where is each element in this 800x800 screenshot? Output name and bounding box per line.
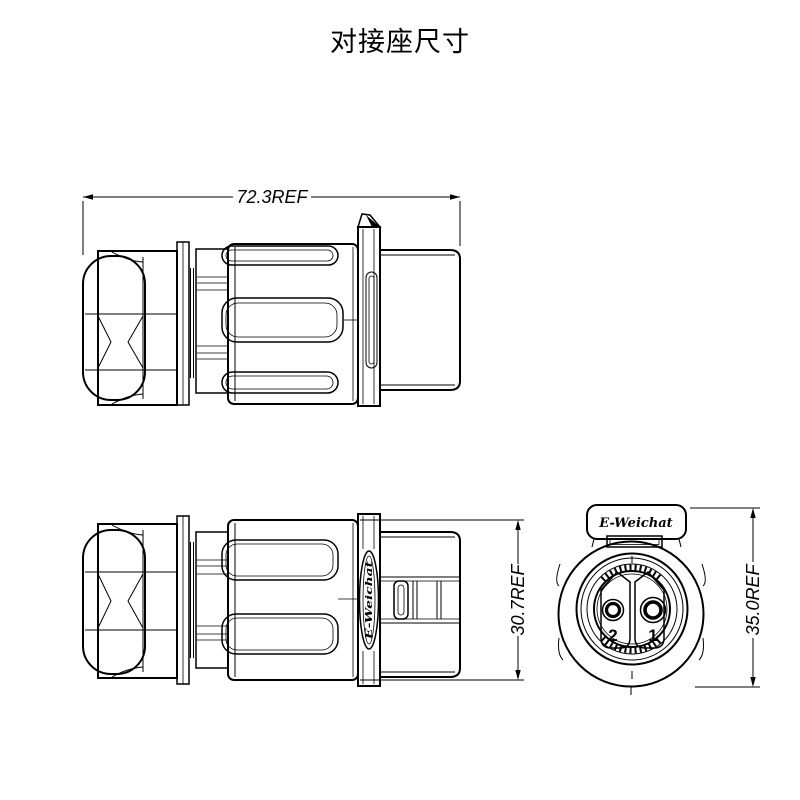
brand-logo-vertical: E-Weichat xyxy=(365,560,375,641)
grip-body xyxy=(221,243,359,405)
brand-badge-oval xyxy=(358,550,380,650)
brand-logo: E-Weichat xyxy=(598,516,672,531)
dim-arrow-up xyxy=(515,520,521,530)
side-view: 72.3REF xyxy=(82,187,461,407)
dim-arrow-down xyxy=(750,677,756,687)
pin-socket-1 xyxy=(639,596,667,624)
dim-arrow-left xyxy=(83,194,93,200)
dim-arrow-right xyxy=(450,194,460,200)
dim-arrow-up xyxy=(750,508,756,518)
dimension-label-height: 30.7REF xyxy=(508,563,528,635)
mounting-flange: E-Weichat xyxy=(357,513,381,687)
latch-slot xyxy=(380,576,460,624)
keyway-slot-right xyxy=(634,570,665,649)
pin-label-2: 2 xyxy=(608,626,617,645)
rear-shell xyxy=(379,531,461,678)
coupling-rings xyxy=(575,552,689,666)
gland-washer xyxy=(176,241,194,406)
flange-tab-shade xyxy=(366,215,380,227)
keyway-slot-left xyxy=(600,570,631,649)
side-view-rotated: 30.7REF xyxy=(82,513,528,687)
cable-gland-nut xyxy=(82,250,178,406)
dimension-width-72-3: 72.3REF xyxy=(82,187,461,255)
pin-label-1: 1 xyxy=(648,626,657,645)
page-title: 对接座尺寸 xyxy=(330,27,470,57)
brand-tab: E-Weichat xyxy=(586,504,687,548)
socket-face: 2 1 xyxy=(600,570,667,649)
pin-socket-2 xyxy=(601,598,625,622)
tab-key-bar xyxy=(606,535,663,548)
front-view: 35.0REF E-Weichat xyxy=(556,504,763,695)
cable-gland-nut xyxy=(82,523,178,679)
gland-washer xyxy=(176,515,194,685)
threaded-collar xyxy=(195,531,229,669)
dimension-height-30-7: 30.7REF xyxy=(360,519,528,681)
dimension-height-35-0: 35.0REF xyxy=(690,507,763,688)
threaded-collar xyxy=(195,248,229,394)
dimension-label-width: 72.3REF xyxy=(236,187,308,207)
grip-body xyxy=(221,519,359,681)
rear-shell xyxy=(379,249,461,391)
dim-arrow-down xyxy=(515,670,521,680)
housing-outline xyxy=(556,540,706,695)
mounting-flange xyxy=(356,213,382,407)
dimension-label-height: 35.0REF xyxy=(743,563,763,635)
